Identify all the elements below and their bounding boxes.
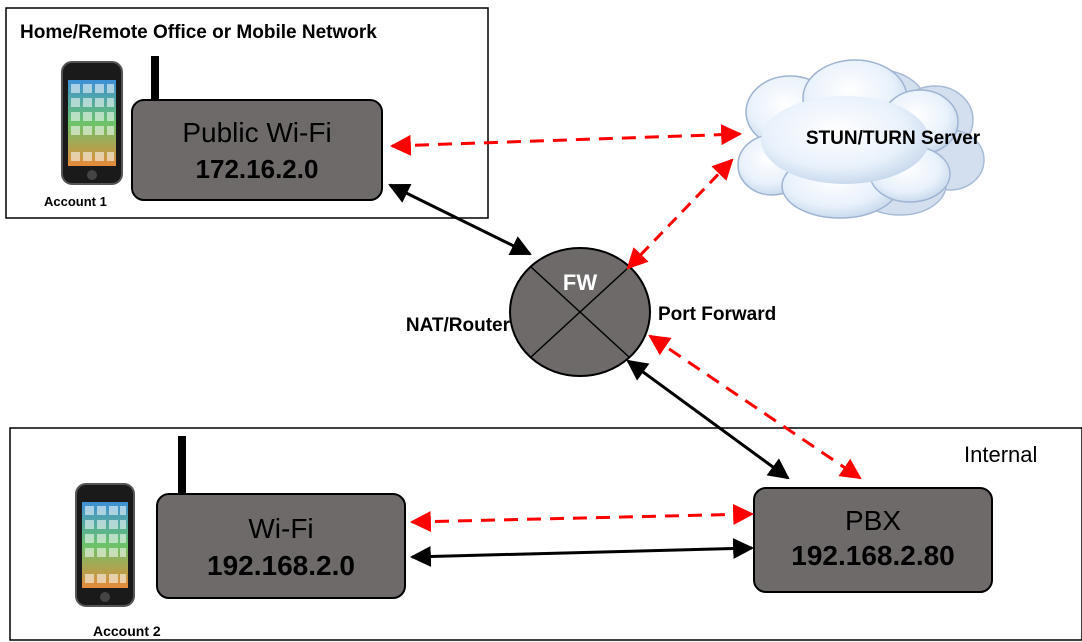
firewall-icon: FW xyxy=(509,247,651,377)
wifi-antenna xyxy=(178,436,186,496)
pbx-ip: 192.168.2.80 xyxy=(791,540,955,571)
firewall-label: FW xyxy=(563,270,597,295)
link-wifi-to-pbx-signal xyxy=(409,503,755,533)
public-wifi-antenna xyxy=(151,56,159,102)
wifi-ip: 192.168.2.0 xyxy=(207,550,355,581)
link-public-wifi-to-firewall xyxy=(388,183,532,256)
pbx-server: PBX 192.168.2.80 xyxy=(753,487,993,593)
phone-1-icon xyxy=(61,61,123,185)
link-firewall-to-pbx-signal xyxy=(648,334,862,480)
phone-2-caption: Account 2 xyxy=(93,623,161,639)
public-wifi-router: Public Wi-Fi 172.16.2.0 xyxy=(131,99,383,201)
pbx-name: PBX xyxy=(845,505,901,536)
remote-zone-box xyxy=(5,7,489,219)
link-stun-to-firewall xyxy=(626,158,734,270)
internal-zone-box xyxy=(9,427,1082,641)
port-forward-label: Port Forward xyxy=(658,304,776,325)
wifi-name: Wi-Fi xyxy=(248,513,313,544)
wifi-router: Wi-Fi 192.168.2.0 xyxy=(156,493,406,599)
public-wifi-name: Public Wi-Fi xyxy=(182,117,331,148)
nat-router-label: NAT/Router xyxy=(406,315,511,336)
stun-turn-label: STUN/TURN Server xyxy=(806,128,981,149)
phone-1-caption: Account 1 xyxy=(44,194,107,209)
stun-turn-cloud-icon: STUN/TURN Server xyxy=(737,59,985,219)
public-wifi-ip: 172.16.2.0 xyxy=(196,154,319,184)
internal-zone-title: Internal xyxy=(964,442,1037,467)
link-public-wifi-to-stun xyxy=(389,124,743,156)
link-wifi-to-pbx xyxy=(409,538,755,567)
remote-zone-title: Home/Remote Office or Mobile Network xyxy=(20,22,377,43)
link-firewall-to-pbx xyxy=(626,359,790,480)
phone-2-icon xyxy=(75,483,135,607)
